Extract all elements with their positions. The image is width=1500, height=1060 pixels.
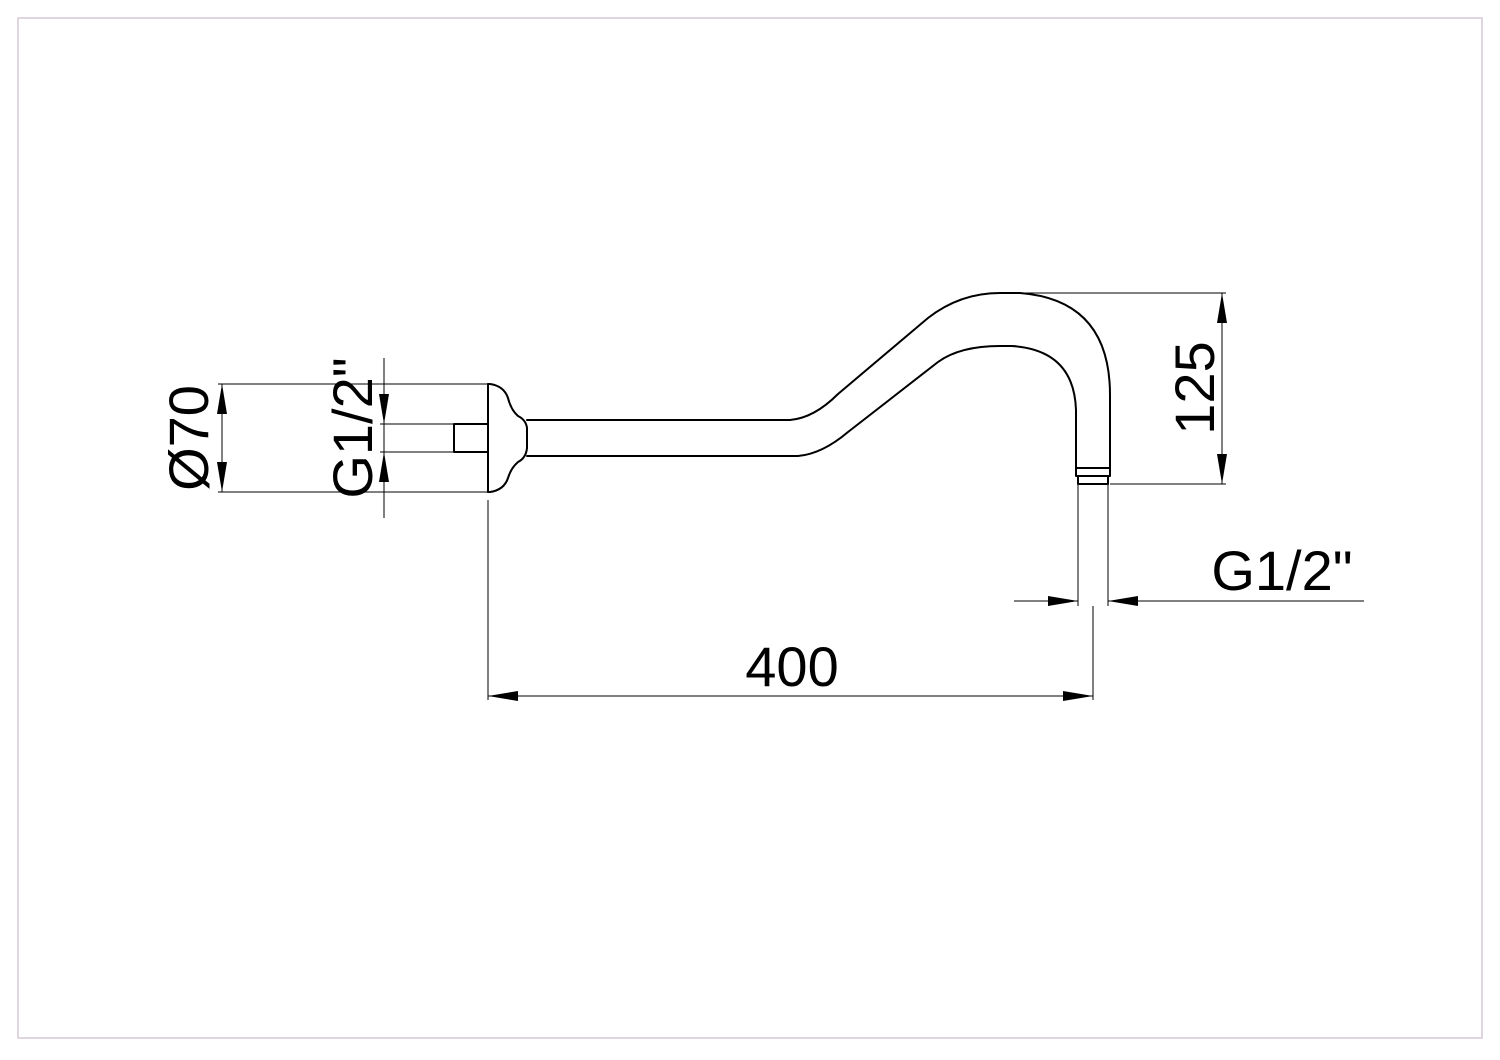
arm-length-dimension: 400 <box>487 500 1094 701</box>
arm-outer-edge <box>526 292 1111 469</box>
arrow-head <box>1048 596 1078 606</box>
drop-height-label: 125 <box>1163 341 1226 434</box>
arrow-head <box>488 691 518 701</box>
arrow-head <box>379 394 389 424</box>
arm-inner-edge <box>526 345 1077 469</box>
outlet-nut <box>1075 467 1111 477</box>
drop-height-dimension: 125 <box>1020 292 1227 485</box>
arrow-head <box>1217 293 1227 323</box>
arrow-head <box>217 384 227 414</box>
shower-arm <box>453 292 1111 493</box>
flange-diameter-dimension: Ø70 <box>157 383 488 493</box>
inlet-thread-label: G1/2" <box>321 357 384 498</box>
outlet-thread <box>1077 475 1109 485</box>
flange-diameter-label: Ø70 <box>157 385 220 491</box>
wall-flange <box>487 383 528 493</box>
outlet-thread-label: G1/2" <box>1211 539 1352 602</box>
drawing-frame <box>17 17 1483 1039</box>
arrow-head <box>1108 596 1138 606</box>
arrow-head <box>217 462 227 492</box>
arrow-head <box>1063 691 1093 701</box>
outlet-thread-dimension: G1/2" <box>1014 484 1364 606</box>
arrow-head <box>379 452 389 482</box>
inlet-thread-stub <box>453 423 489 453</box>
arm-length-label: 400 <box>745 635 838 698</box>
arrow-head <box>1217 454 1227 484</box>
inlet-thread-dimension: G1/2" <box>321 357 454 518</box>
